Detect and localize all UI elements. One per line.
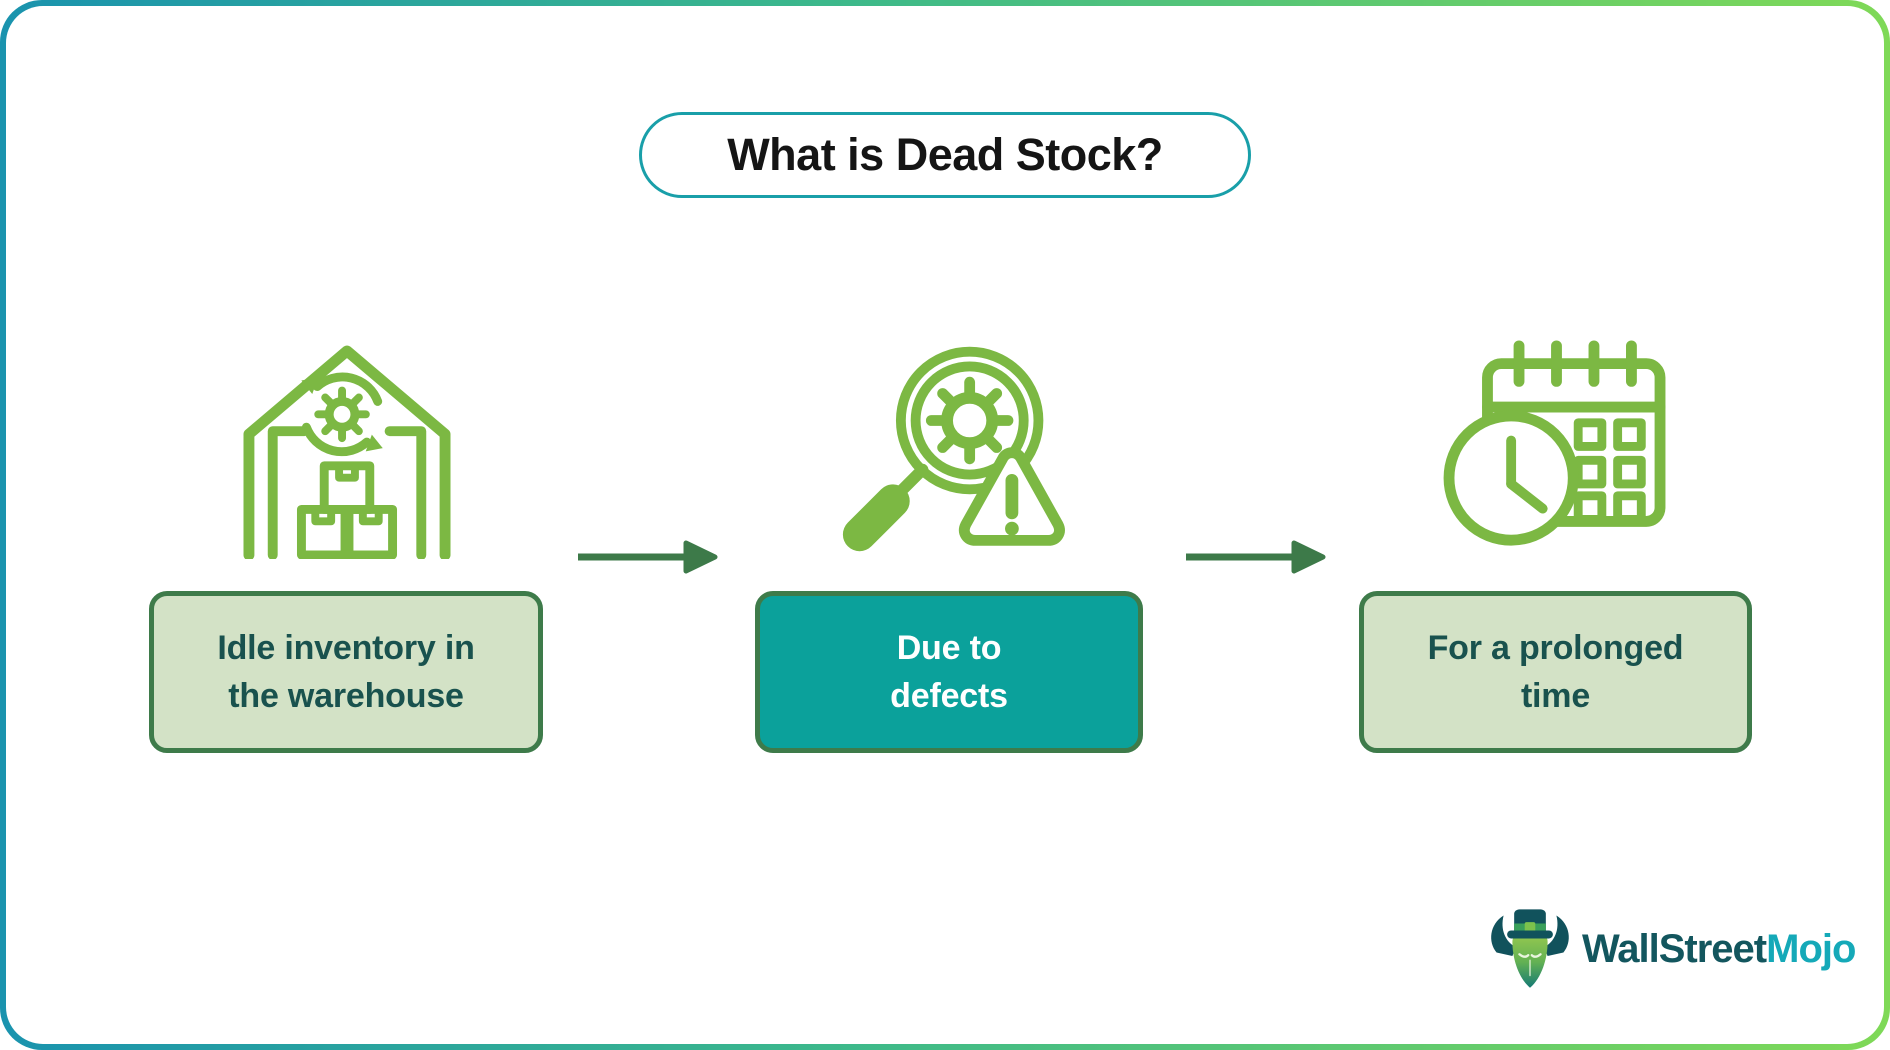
arrow-icon xyxy=(576,540,718,574)
step-label: Due to defects xyxy=(890,629,1008,715)
title-pill: What is Dead Stock? xyxy=(639,112,1251,198)
logo-wallstreet: WallStreet xyxy=(1582,926,1767,971)
logo-text: WallStreetMojo xyxy=(1582,926,1856,972)
bull-mascot-icon xyxy=(1491,909,1569,988)
magnifier-gear-warning-icon xyxy=(832,336,1068,562)
step-label: For a prolonged time xyxy=(1427,629,1684,715)
arrow-icon xyxy=(1184,540,1326,574)
warehouse-gear-boxes-icon xyxy=(243,339,451,559)
calendar-clock-icon xyxy=(1440,338,1672,550)
infographic-canvas: What is Dead Stock? xyxy=(6,6,1884,1044)
step-label: Idle inventory in the warehouse xyxy=(217,629,475,715)
step-box-prolonged-time: For a prolonged time xyxy=(1359,591,1752,753)
step-box-due-to-defects: Due to defects xyxy=(755,591,1143,753)
logo-mojo: Mojo xyxy=(1766,926,1856,971)
step-box-idle-inventory: Idle inventory in the warehouse xyxy=(149,591,543,753)
page-title: What is Dead Stock? xyxy=(727,129,1163,180)
wallstreetmojo-logo: WallStreetMojo xyxy=(1486,904,1856,994)
